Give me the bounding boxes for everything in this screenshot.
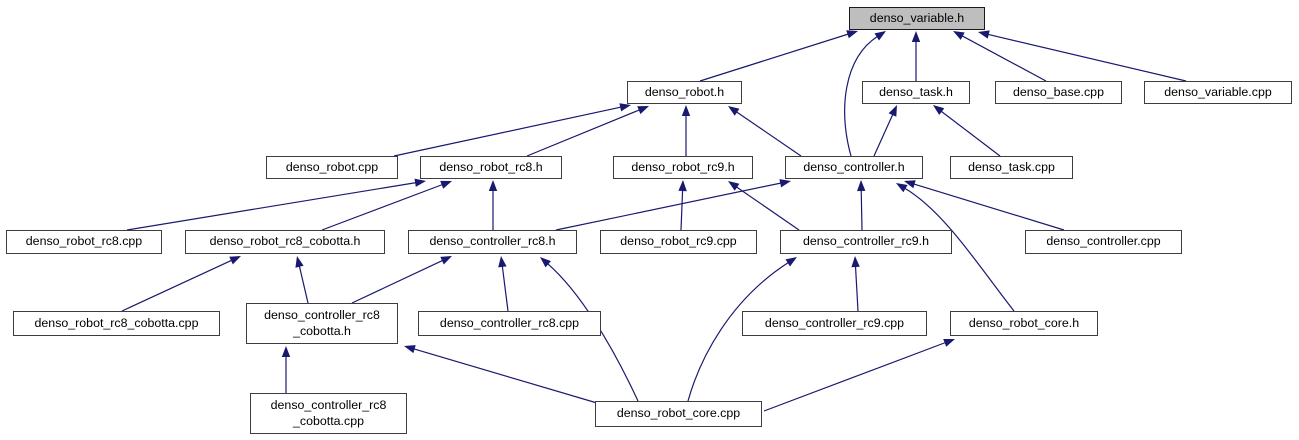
node-denso_controller_rc8_cpp[interactable]: denso_controller_rc8.cpp (418, 311, 601, 336)
node-denso_robot_rc8_h[interactable]: denso_robot_rc8.h (420, 156, 562, 179)
arrowhead-denso_robot_rc8_cpp--denso_robot_rc8_h (414, 178, 426, 187)
node-denso_base_cpp[interactable]: denso_base.cpp (995, 81, 1122, 104)
node-denso_controller_cpp[interactable]: denso_controller.cpp (1025, 230, 1182, 254)
arrowhead-denso_controller_h--denso_variable_h (874, 31, 886, 41)
edge-denso_controller_h--denso_variable_h (844, 35, 878, 157)
arrowhead-denso_controller_rc8_h--denso_robot_rc8_h (488, 180, 498, 191)
arrowhead-denso_robot_core_cpp--denso_controller_rc8_h (540, 257, 551, 268)
edge-denso_controller_rc8_cobotta_h--denso_controller_rc8_h (351, 259, 444, 304)
edge-denso_robot_core_cpp--denso_controller_rc8_cobotta_h (413, 348, 598, 404)
node-denso_robot_h[interactable]: denso_robot.h (627, 81, 742, 104)
edge-denso_controller_h--denso_robot_h (735, 111, 802, 157)
arrowhead-denso_controller_rc8_cobotta_cpp--denso_controller_rc8_cobotta_h (281, 346, 291, 357)
arrowhead-denso_robot_rc8_cobotta_h--denso_robot_rc8_h (440, 180, 452, 189)
edge-denso_robot_rc8_cobotta_cpp--denso_robot_rc8_cobotta_h (121, 259, 233, 312)
edge-denso_robot_rc8_cobotta_h--denso_robot_rc8_h (321, 183, 443, 231)
arrowhead-denso_robot_rc9_cpp--denso_robot_rc9_h (678, 180, 687, 192)
edge-denso_robot_core_h--denso_controller_h (904, 187, 1015, 312)
arrowhead-denso_robot_core_cpp--denso_controller_rc9_h (785, 257, 797, 267)
arrowhead-denso_robot_cpp--denso_robot_h (619, 103, 631, 112)
node-denso_robot_core_h[interactable]: denso_robot_core.h (950, 311, 1098, 336)
edge-denso_robot_rc8_cpp--denso_robot_rc8_h (126, 182, 417, 231)
edge-denso_variable_cpp--denso_variable_h (987, 33, 1187, 82)
arrowhead-denso_robot_rc8_cobotta_cpp--denso_robot_rc8_cobotta_h (229, 256, 241, 265)
arrowhead-denso_controller_rc9_cpp--denso_controller_rc9_h (851, 256, 860, 268)
edge-denso_controller_rc8_h--denso_controller_h (555, 182, 782, 231)
node-denso_variable_cpp[interactable]: denso_variable.cpp (1144, 81, 1292, 104)
arrowhead-denso_controller_rc9_h--denso_robot_rc9_h (728, 181, 740, 191)
arrowhead-denso_task_h--denso_variable_h (911, 31, 921, 42)
edge-denso_robot_core_cpp--denso_controller_rc9_h (687, 261, 789, 402)
arrowhead-denso_controller_rc8_cobotta_h--denso_controller_rc8_h (440, 256, 452, 265)
node-denso_robot_cpp[interactable]: denso_robot.cpp (266, 156, 398, 179)
arrowhead-denso_variable_cpp--denso_variable_h (978, 30, 990, 39)
edge-denso_controller_cpp--denso_controller_h (913, 183, 1065, 231)
edge-denso_base_cpp--denso_variable_h (961, 35, 1047, 82)
node-denso_controller_rc8_h[interactable]: denso_controller_rc8.h (408, 230, 577, 254)
edge-denso_controller_h--denso_task_h (873, 113, 894, 157)
edge-denso_controller_rc8_cobotta_h--denso_robot_rc8_cobotta_h (298, 265, 309, 304)
edge-denso_robot_rc9_cpp--denso_robot_rc9_h (680, 189, 684, 231)
edge-denso_robot_cpp--denso_robot_h (393, 106, 622, 157)
edge-denso_task_cpp--denso_task_h (940, 110, 1001, 157)
node-denso_task_h[interactable]: denso_task.h (862, 81, 970, 104)
node-denso_robot_rc8_cpp[interactable]: denso_robot_rc8.cpp (6, 230, 162, 254)
arrowhead-denso_task_cpp--denso_task_h (933, 105, 945, 115)
node-denso_controller_h[interactable]: denso_controller.h (785, 156, 923, 179)
node-denso_robot_rc9_cpp[interactable]: denso_robot_rc9.cpp (600, 230, 757, 254)
arrowhead-denso_robot_h--denso_variable_h (846, 30, 858, 39)
edge-denso_controller_rc9_h--denso_controller_h (860, 189, 863, 231)
arrowhead-denso_base_cpp--denso_variable_h (953, 31, 965, 40)
node-denso_robot_rc8_cobotta_h[interactable]: denso_robot_rc8_cobotta.h (185, 230, 385, 254)
arrowhead-denso_controller_rc8_cobotta_h--denso_robot_rc8_cobotta_h (295, 256, 304, 268)
node-denso_robot_core_cpp[interactable]: denso_robot_core.cpp (595, 401, 762, 427)
arrowhead-denso_controller_cpp--denso_controller_h (904, 180, 916, 189)
arrowhead-denso_robot_core_cpp--denso_robot_core_h (943, 339, 955, 347)
arrowhead-denso_controller_h--denso_robot_h (728, 106, 740, 116)
arrowhead-denso_robot_core_h--denso_controller_h (896, 183, 908, 193)
node-denso_controller_rc9_cpp[interactable]: denso_controller_rc9.cpp (742, 311, 927, 336)
arrowhead-denso_controller_rc9_h--denso_controller_h (857, 180, 866, 192)
edge-denso_controller_rc8_cpp--denso_controller_rc8_h (501, 265, 509, 312)
node-denso_robot_rc8_cobotta_cpp[interactable]: denso_robot_rc8_cobotta.cpp (13, 311, 220, 336)
arrowhead-denso_robot_rc9_h--denso_robot_h (681, 105, 691, 116)
edge-denso_robot_rc8_h--denso_robot_h (526, 109, 640, 157)
arrowhead-denso_robot_core_cpp--denso_controller_rc8_cobotta_h (404, 345, 416, 354)
edge-denso_controller_rc9_cpp--denso_controller_rc9_h (854, 265, 859, 312)
arrowhead-denso_controller_rc8_h--denso_controller_h (779, 179, 791, 188)
edge-denso_controller_rc9_h--denso_robot_rc9_h (735, 186, 800, 231)
node-denso_task_cpp[interactable]: denso_task.cpp (950, 156, 1073, 179)
arrowhead-denso_robot_rc8_h--denso_robot_h (637, 106, 649, 115)
node-denso_variable_h: denso_variable.h (849, 7, 985, 30)
node-denso_controller_rc9_h[interactable]: denso_controller_rc9.h (780, 230, 952, 254)
arrowhead-denso_controller_h--denso_task_h (888, 105, 897, 117)
node-denso_robot_rc9_h[interactable]: denso_robot_rc9.h (613, 156, 753, 179)
node-denso_controller_rc8_cobotta_h[interactable]: denso_controller_rc8 _cobotta.h (246, 303, 398, 344)
node-denso_controller_rc8_cobotta_cpp[interactable]: denso_controller_rc8 _cobotta.cpp (250, 393, 407, 434)
edge-denso_robot_core_cpp--denso_robot_core_h (763, 341, 946, 412)
arrowhead-denso_controller_rc8_cpp--denso_controller_rc8_h (498, 256, 507, 268)
edge-denso_robot_h--denso_variable_h (699, 33, 849, 82)
